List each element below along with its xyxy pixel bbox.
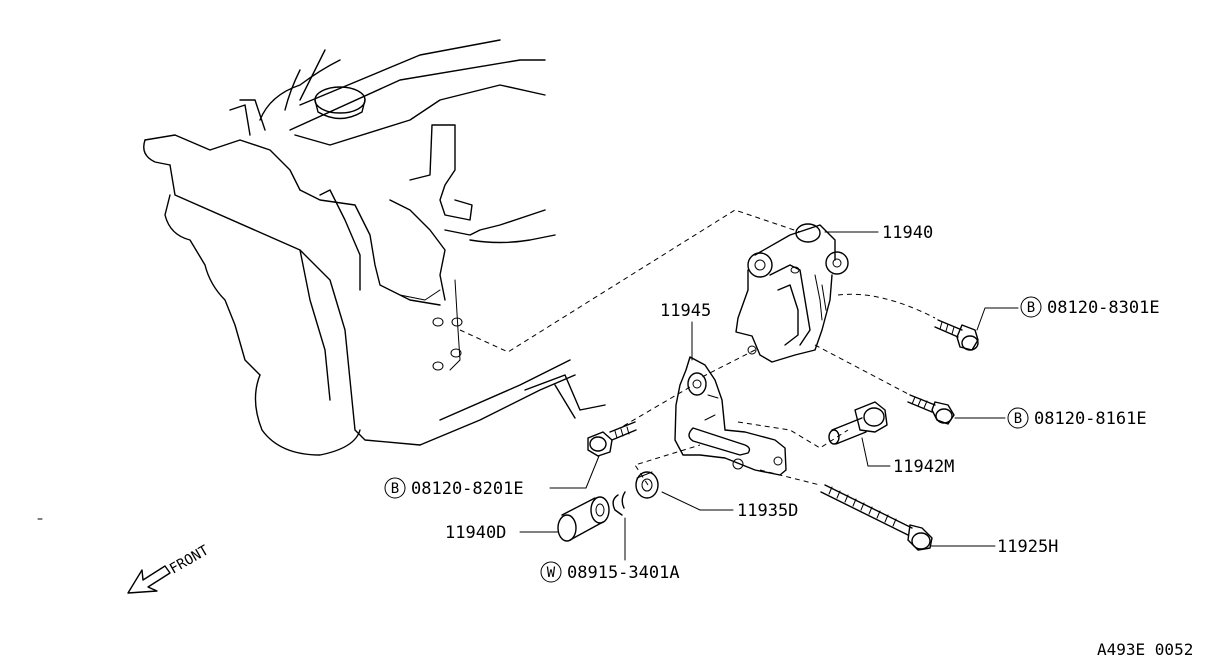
symbol-w: W	[547, 565, 556, 581]
bolt-08120-8161E	[907, 394, 955, 425]
bolt-08120-8201E	[587, 421, 637, 457]
washer-11935D	[635, 471, 659, 499]
symbol-b: B	[391, 481, 399, 497]
front-arrow-icon	[127, 565, 171, 594]
mounting-bracket-11940	[735, 223, 849, 363]
label-11925H: 11925H	[997, 537, 1058, 557]
bolt-08120-8301E	[934, 319, 979, 351]
alignment-dashed-lines	[459, 209, 936, 486]
symbol-circle-b	[1020, 296, 1042, 318]
label-08120-8201E: 08120-8201E	[411, 479, 524, 499]
engine-block-illustration	[143, 39, 606, 456]
support-plate-11945	[674, 356, 787, 476]
bolt-11925H	[820, 484, 933, 551]
leader-lines	[519, 231, 1019, 561]
front-label: FRONT	[167, 542, 212, 577]
symbol-circle-w	[540, 561, 562, 583]
symbol-circle-b	[1007, 407, 1029, 429]
label-08120-8301E: 08120-8301E	[1047, 298, 1160, 318]
symbol-circle-b	[384, 477, 406, 499]
symbol-b: B	[1014, 411, 1022, 427]
washer-08915-3401A	[612, 491, 626, 516]
label-11940: 11940	[882, 223, 933, 243]
label-11940D: 11940D	[445, 523, 506, 543]
bolt-11942M	[828, 401, 888, 445]
label-08915-3401A: 08915-3401A	[567, 563, 680, 583]
spacer-11940D	[557, 496, 610, 542]
figure-code: A493E 0052	[1097, 640, 1193, 659]
label-11945: 11945	[660, 301, 711, 321]
label-11942M: 11942M	[893, 457, 954, 477]
label-11935D: 11935D	[737, 501, 798, 521]
symbol-b: B	[1027, 300, 1035, 316]
label-08120-8161E: 08120-8161E	[1034, 409, 1147, 429]
